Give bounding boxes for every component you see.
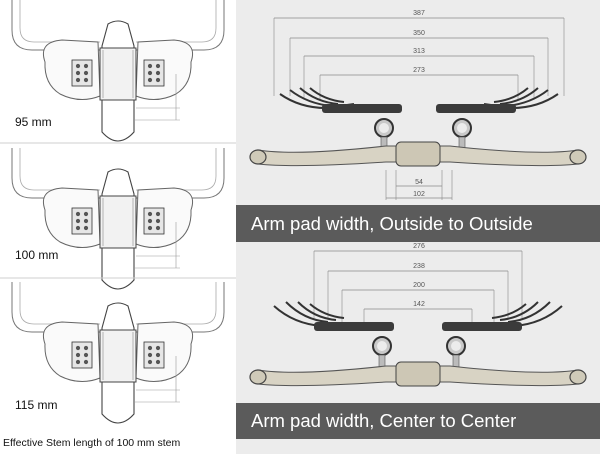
stem-size-label-115: 115 mm [15, 398, 58, 412]
dim-label-142: 142 [413, 301, 425, 308]
dim-label-54: 54 [415, 179, 423, 186]
stem-views-panel: 95 mm 100 mm 115 mm Effective Stem lengt… [0, 0, 236, 454]
stem-views-drawing [0, 0, 236, 424]
footer-caption: Effective Stem length of 100 mm stem [0, 432, 236, 454]
dim-label-273: 273 [413, 67, 425, 74]
dim-label-350: 350 [413, 30, 425, 37]
outside-to-outside-diagram [249, 17, 587, 200]
arm-pad-drawing: 387 350 313 273 54 102 276 238 200 142 [249, 10, 587, 387]
dim-label-200: 200 [413, 282, 425, 289]
dim-label-102: 102 [413, 191, 425, 198]
dim-label-313: 313 [413, 48, 425, 55]
caption-center-to-center: Arm pad width, Center to Center [236, 403, 600, 439]
stem-size-label-95: 95 mm [15, 115, 52, 129]
dim-label-238: 238 [413, 263, 425, 270]
dim-label-276: 276 [413, 243, 425, 250]
caption-outside-to-outside: Arm pad width, Outside to Outside [236, 205, 600, 242]
center-to-center-diagram [249, 250, 587, 387]
stem-size-label-100: 100 mm [15, 248, 59, 262]
stem-view-100 [11, 147, 225, 290]
dim-label-387: 387 [413, 10, 425, 17]
arm-pad-width-panel: 387 350 313 273 54 102 276 238 200 142 A… [236, 0, 600, 454]
